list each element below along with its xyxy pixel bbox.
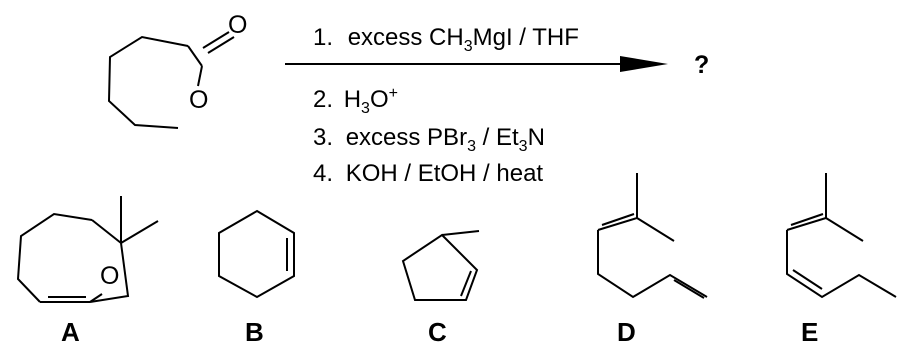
option-a-ring-oxygen-bonds: [89, 293, 103, 303]
option-a-ring-oxygen: O: [100, 262, 119, 290]
arrow-head: [620, 56, 668, 72]
step-3: 3. excess PBr3 / Et3N: [313, 124, 545, 155]
option-d-double-bonds: [601, 213, 705, 299]
option-b-label[interactable]: B: [245, 317, 264, 347]
option-a-double-bond: [40, 296, 90, 303]
option-d-structure: [597, 173, 708, 299]
reactant-carbonyl-bond: [187, 31, 235, 67]
step-1: 1. excess CH3MgI / THF: [313, 24, 579, 55]
reactant-ring-bonds: [107, 35, 189, 129]
option-c-methyl: [441, 230, 480, 236]
step-2: 2. H3O+: [313, 85, 398, 117]
option-c-structure: [401, 230, 480, 301]
option-e-chain: [786, 173, 897, 299]
reactant-caprolactone: O O: [107, 11, 247, 129]
option-d-label[interactable]: D: [617, 317, 636, 347]
option-a-structure: O: [16, 196, 159, 303]
option-a-ring: [16, 212, 130, 303]
option-e-label[interactable]: E: [801, 317, 818, 347]
reactant-carbonyl-oxygen: O: [228, 11, 247, 39]
reaction-arrow: [285, 56, 668, 72]
option-e-structure: [786, 173, 897, 299]
option-e-double-bonds: [790, 213, 824, 290]
option-c-ring: [401, 233, 479, 301]
option-a-methyl-groups: [120, 196, 159, 244]
option-b-structure: [218, 209, 295, 299]
option-d-chain: [597, 173, 708, 299]
reactant-ring-oxygen-bond: [197, 65, 203, 87]
option-c-label[interactable]: C: [428, 317, 447, 347]
option-b-ring: [218, 209, 295, 299]
option-c-double-bond: [460, 270, 472, 297]
option-a-label[interactable]: A: [61, 317, 80, 347]
product-unknown: ?: [694, 51, 709, 79]
step-4: 4. KOH / EtOH / heat: [313, 160, 543, 187]
reactant-ring-oxygen: O: [189, 86, 208, 114]
reagent-steps: 1. excess CH3MgI / THF 2. H3O+ 3. excess…: [313, 24, 579, 187]
